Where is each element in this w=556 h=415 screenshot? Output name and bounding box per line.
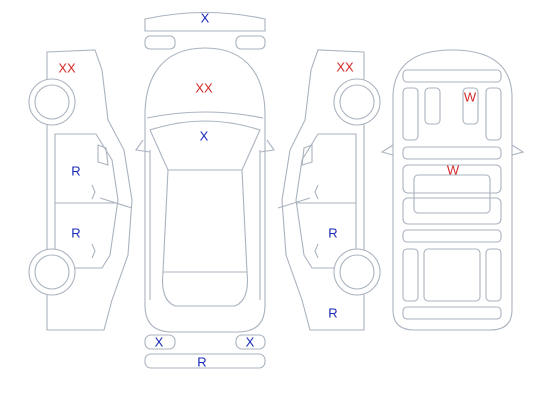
left-side-view — [28, 49, 133, 331]
left-mirror-side — [97, 144, 109, 166]
interior-right-seat — [462, 87, 479, 125]
damage-mark-left-rear-door: R — [71, 226, 80, 241]
damage-mark-hood: XX — [195, 81, 213, 96]
right-front-handle — [314, 184, 319, 200]
front-left-lamp — [144, 35, 176, 50]
interior-tailgate — [402, 306, 502, 320]
front-bumper-view — [144, 11, 266, 50]
left-rear-wheel-inner — [34, 254, 70, 290]
interior-rear-row — [402, 197, 502, 225]
front-right-lamp — [235, 35, 266, 50]
rear-bumper-outline — [144, 353, 266, 369]
interior-view — [380, 49, 525, 331]
interior-middle-row — [402, 164, 502, 194]
damage-marks: X XX XX XX W X W R R R R X X R — [58, 11, 477, 370]
interior-body — [392, 49, 513, 331]
interior-crossbar-1 — [402, 146, 502, 160]
damage-mark-left-front-door: R — [71, 164, 80, 179]
right-front-wheel-inner — [339, 84, 375, 120]
right-mirror — [259, 139, 275, 153]
damage-mark-interior-center: W — [447, 163, 460, 178]
rear-window — [161, 271, 249, 307]
front-bumper-outline — [144, 11, 266, 32]
right-mirror-side — [301, 144, 313, 166]
interior-left-seat — [424, 87, 441, 125]
damage-mark-right-front-door: R — [328, 226, 337, 241]
left-rear-handle — [91, 243, 96, 259]
right-rear-wheel — [333, 248, 381, 296]
interior-left-front-panel — [402, 87, 419, 141]
rear-bumper-view — [144, 334, 266, 369]
interior-console — [413, 174, 491, 214]
damage-mark-roof: W — [464, 90, 477, 105]
interior-right-front-panel — [485, 87, 502, 141]
top-view — [135, 47, 275, 333]
left-front-handle — [91, 184, 96, 200]
damage-mark-rear-right-corner: X — [246, 335, 255, 350]
damage-mark-rear-left-corner: X — [155, 335, 164, 350]
damage-mark-front-bumper: X — [201, 11, 210, 26]
rear-left-lamp — [144, 334, 176, 350]
windshield-outline — [149, 120, 261, 171]
right-rear-wheel-inner — [339, 254, 375, 290]
interior-left-rear-panel — [402, 248, 419, 302]
left-rear-wheel — [28, 248, 76, 296]
left-mirror — [135, 139, 151, 153]
left-sill-line — [99, 197, 133, 209]
damage-mark-rear-bumper: R — [197, 355, 206, 370]
interior-cargo-area — [423, 248, 481, 302]
right-side-view — [277, 49, 381, 331]
right-sill-line — [277, 197, 311, 209]
left-front-wheel-inner — [34, 84, 70, 120]
dash-panel — [402, 69, 502, 83]
hood-line — [146, 111, 264, 119]
right-rear-handle — [314, 243, 319, 259]
rear-right-lamp — [235, 334, 266, 350]
damage-mark-right-front-fender: XX — [336, 60, 354, 75]
top-view-body — [144, 47, 266, 333]
left-front-wheel — [28, 78, 76, 126]
damage-mark-windshield: X — [200, 129, 209, 144]
interior-crossbar-2 — [402, 229, 502, 243]
roof-outline — [162, 169, 248, 273]
interior-right-mirror — [511, 144, 525, 156]
interior-left-mirror — [380, 144, 394, 156]
interior-right-rear-panel — [485, 248, 502, 302]
damage-mark-right-rear-quarter: R — [328, 306, 337, 321]
damage-mark-left-front-fender: XX — [58, 61, 76, 76]
right-front-wheel — [333, 78, 381, 126]
